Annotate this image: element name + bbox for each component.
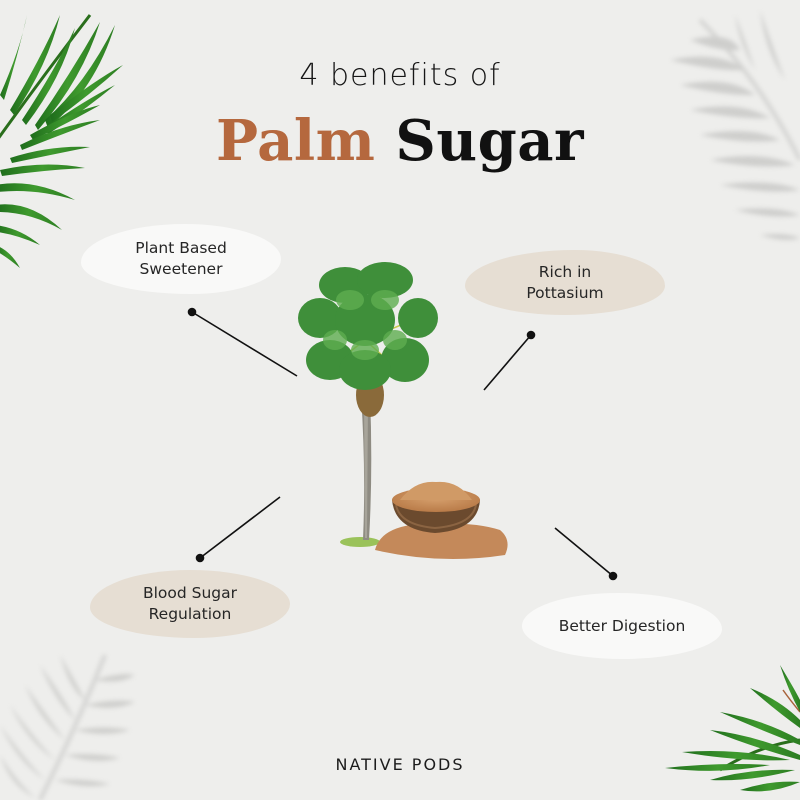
benefit-plant-based-sweetener: Plant Based Sweetener xyxy=(81,224,281,294)
subtitle: 4 benefits of xyxy=(299,58,501,93)
palm-leaf-shadow-bottom-left-icon xyxy=(0,654,135,800)
palm-leaf-bottom-right-icon xyxy=(665,665,800,792)
palm-sugar-bowl-icon xyxy=(375,481,508,559)
benefit-better-digestion: Better Digestion xyxy=(522,593,722,659)
benefit-label: Blood Sugar Regulation xyxy=(142,584,238,623)
palm-tree-icon xyxy=(298,262,438,547)
connector-dot-1 xyxy=(187,307,197,317)
benefit-blood-sugar-regulation: Blood Sugar Regulation xyxy=(90,570,290,638)
connector-dot-3 xyxy=(195,553,205,563)
brand-name: NATIVE PODS xyxy=(335,755,465,774)
benefit-label: Rich in Pottasium xyxy=(526,262,604,302)
connector-dot-2 xyxy=(526,330,536,340)
connectors xyxy=(187,307,618,581)
connector-dot-4 xyxy=(608,571,618,581)
title-rest: Sugar xyxy=(395,108,585,174)
connector-line-4 xyxy=(554,527,614,577)
connector-line-1 xyxy=(191,311,298,377)
palm-leaf-top-left-icon xyxy=(0,14,123,268)
page-title: Palm Sugar xyxy=(0,108,800,174)
benefit-rich-in-potassium: Rich in Pottasium xyxy=(465,250,665,315)
connector-line-3 xyxy=(199,496,281,559)
benefit-label: Better Digestion xyxy=(558,616,686,635)
palm-leaf-shadow-top-right-icon xyxy=(670,10,800,240)
title-accent: Palm xyxy=(215,108,376,174)
benefit-label: Plant Based Sweetener xyxy=(135,239,227,278)
connector-line-2 xyxy=(483,334,532,391)
